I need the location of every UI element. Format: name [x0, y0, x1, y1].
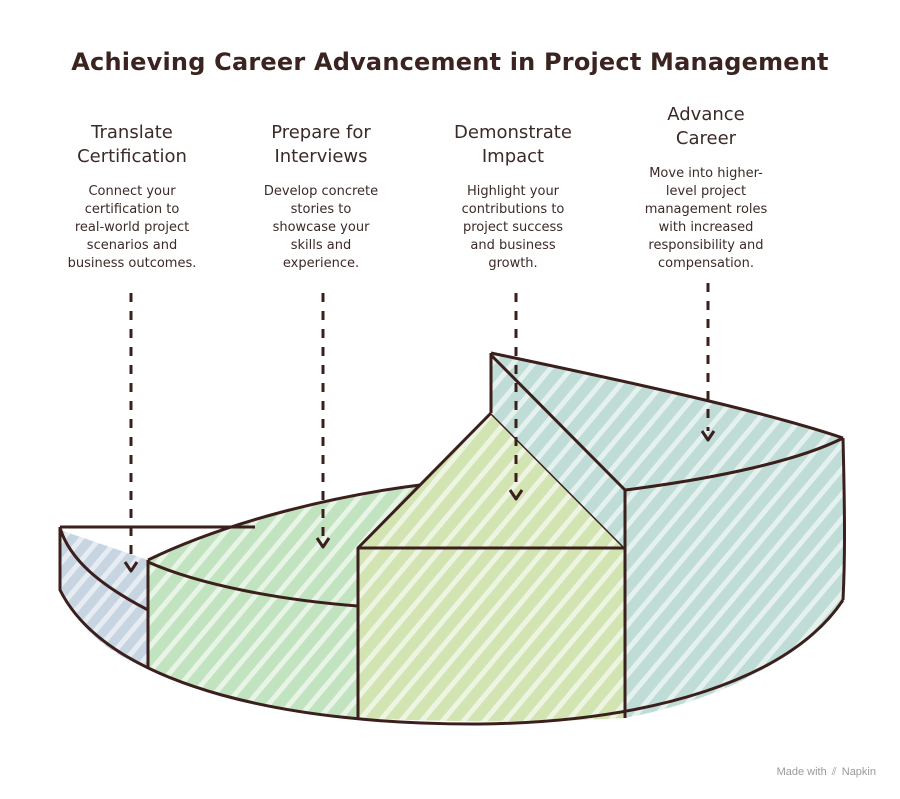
step-title: Demonstrate Impact — [454, 122, 572, 167]
segment-advance-career — [489, 351, 846, 718]
arrow-advance-career — [700, 283, 716, 442]
arrow-prepare-interviews — [315, 293, 331, 549]
base-outline — [58, 525, 845, 726]
arrow-translate-certification — [123, 293, 139, 573]
step-title: Translate Certification — [77, 122, 187, 167]
step-demonstrate-impact: Demonstrate Impact Highlight your contri… — [433, 121, 593, 273]
napkin-brand: Napkin — [841, 766, 876, 778]
step-prepare-interviews: Prepare for Interviews Develop concrete … — [241, 121, 401, 273]
segment-translate-certification — [58, 527, 149, 668]
made-with-napkin: Made with ⫽ Napkin — [777, 766, 876, 779]
made-with-label: Made with — [776, 766, 827, 778]
napkin-icon: ⫽ — [831, 766, 837, 778]
arrow-demonstrate-impact — [508, 293, 524, 501]
page-title: Achieving Career Advancement in Project … — [71, 48, 829, 76]
step-advance-career: Advance Career Move into higher- level p… — [622, 103, 790, 273]
step-title: Advance Career — [667, 104, 745, 149]
step-title: Prepare for Interviews — [271, 122, 371, 167]
step-description: Move into higher- level project manageme… — [644, 166, 768, 271]
segment-prepare-interviews — [147, 483, 421, 718]
step-description: Connect your certification to real-world… — [67, 184, 197, 271]
step-translate-certification: Translate Certification Connect your cer… — [52, 121, 212, 273]
step-description: Develop concrete stories to showcase you… — [263, 184, 379, 271]
step-description: Highlight your contributions to project … — [461, 184, 565, 271]
